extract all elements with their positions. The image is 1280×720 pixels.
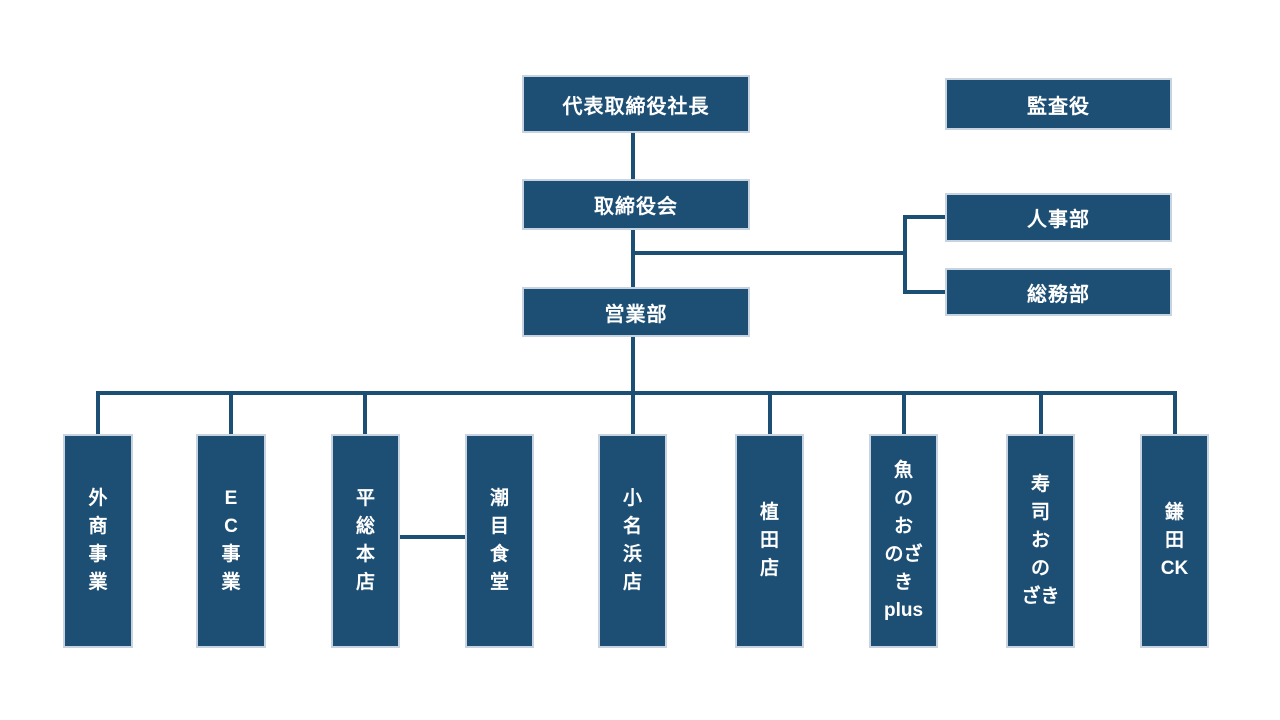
- node-taira-honten: 平 総 本 店: [331, 434, 400, 648]
- connector-trunk: [96, 391, 1177, 395]
- node-kamata-ck: 鎌 田 CK: [1140, 434, 1209, 648]
- node-ceo: 代表取締役社長: [522, 75, 750, 133]
- connector-drop-gaisho: [96, 391, 100, 434]
- connector-taira-shiome: [400, 535, 465, 539]
- connector-drop-ueda: [768, 391, 772, 434]
- connector-drop-ec: [229, 391, 233, 434]
- connector-stub-general-affairs: [903, 290, 945, 294]
- node-ec-business: E C 事 業: [196, 434, 266, 648]
- node-auditor: 監査役: [945, 78, 1172, 130]
- connector-drop-kamata-ck: [1173, 391, 1177, 434]
- connector-staff-bracket: [903, 215, 907, 294]
- node-sakana-no-onozaki-plus: 魚 の お のざ き plus: [869, 434, 938, 648]
- connector-board-sales: [631, 229, 635, 287]
- node-gaisho-business: 外 商 事 業: [63, 434, 133, 648]
- node-sales-department: 営業部: [522, 287, 750, 337]
- node-board-of-directors: 取締役会: [522, 179, 750, 230]
- node-shiome-shokudo: 潮 目 食 堂: [465, 434, 534, 648]
- connector-drop-sushi-onozaki: [1039, 391, 1043, 434]
- node-general-affairs-department: 総務部: [945, 268, 1172, 316]
- connector-sales-trunk: [631, 337, 635, 434]
- connector-drop-sakana-onozaki: [902, 391, 906, 434]
- node-ueda-store: 植 田 店: [735, 434, 804, 648]
- connector-ceo-board: [631, 133, 635, 179]
- node-hr-department: 人事部: [945, 193, 1172, 242]
- connector-board-staff-branch: [633, 251, 907, 255]
- connector-drop-taira-honten: [363, 391, 367, 434]
- node-onahama-store: 小 名 浜 店: [598, 434, 667, 648]
- connector-stub-hr: [903, 215, 945, 219]
- node-sushi-onozaki: 寿 司 お の ざき: [1006, 434, 1075, 648]
